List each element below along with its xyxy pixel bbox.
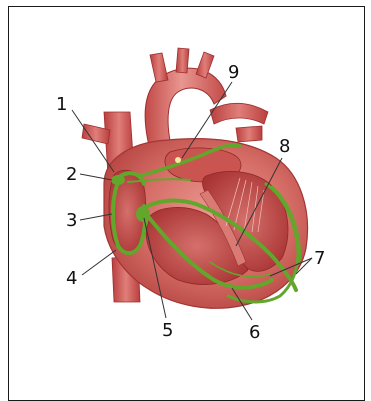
av-node bbox=[136, 206, 150, 222]
brachiocephalic-artery bbox=[150, 53, 168, 82]
label-7: 7 bbox=[314, 248, 325, 269]
pulmonary-vein-left bbox=[236, 126, 262, 142]
label-8: 8 bbox=[279, 136, 290, 157]
label-1: 1 bbox=[56, 94, 67, 115]
left-carotid-artery bbox=[176, 48, 189, 73]
label-9: 9 bbox=[228, 62, 239, 83]
label-4: 4 bbox=[66, 268, 77, 289]
leader-line-4 bbox=[82, 250, 116, 275]
heart-conduction-diagram: 1 2 3 4 5 6 7 8 9 bbox=[0, 0, 371, 390]
bachmann-node bbox=[175, 157, 181, 163]
left-pulmonary-artery bbox=[210, 103, 268, 124]
label-2: 2 bbox=[66, 164, 77, 185]
label-3: 3 bbox=[66, 210, 77, 231]
sa-node bbox=[111, 175, 125, 185]
label-5: 5 bbox=[162, 320, 173, 341]
label-6: 6 bbox=[249, 322, 260, 343]
